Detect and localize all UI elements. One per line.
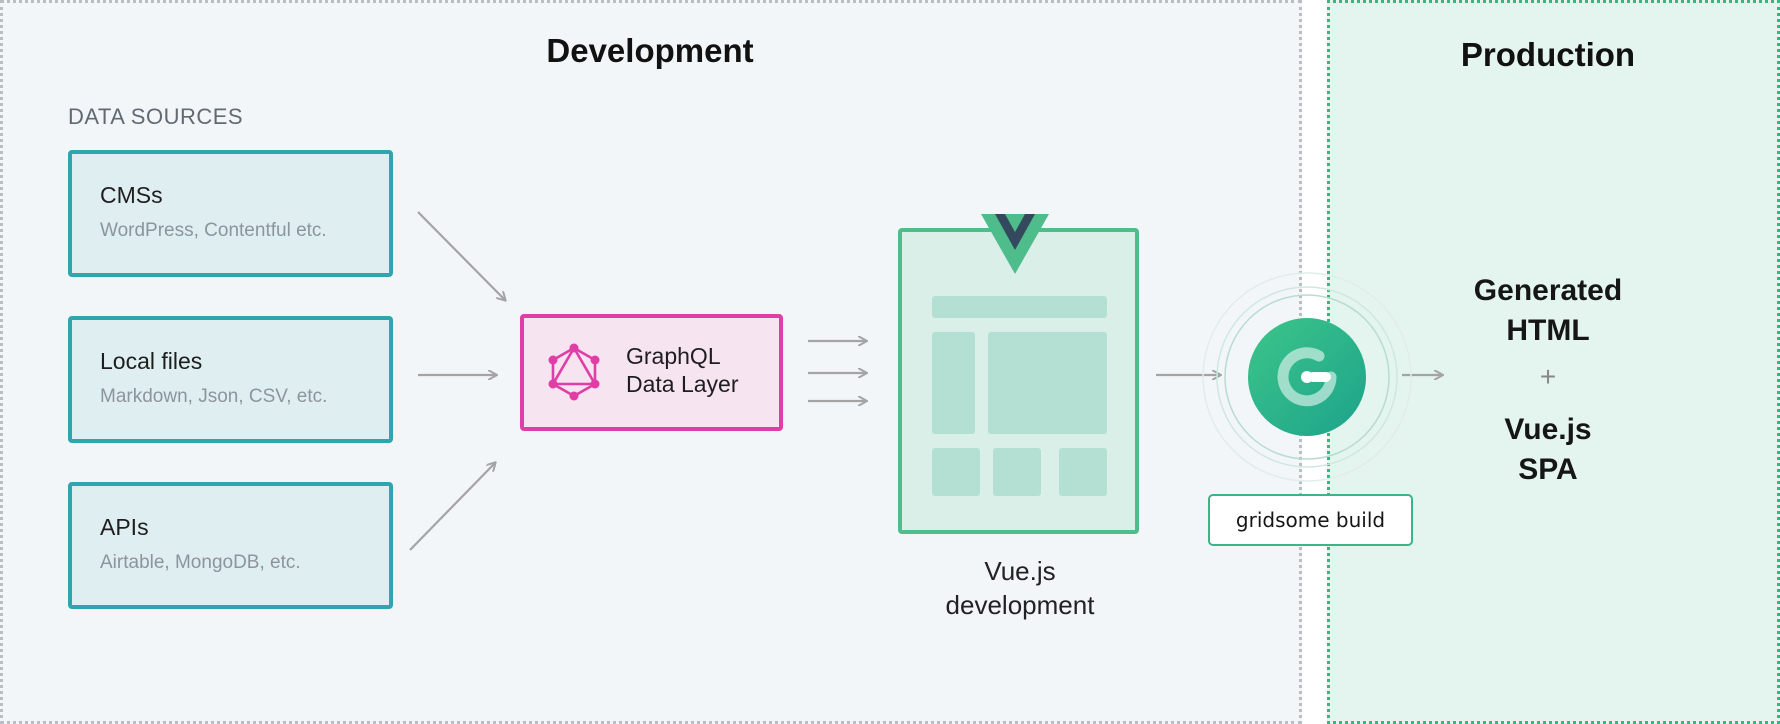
source-title: CMSs: [100, 182, 163, 208]
source-title: APIs: [100, 514, 149, 540]
vue-caption-line2: development: [945, 590, 1095, 620]
mockup-sidebar-block: [932, 332, 975, 434]
production-panel: [1327, 0, 1780, 724]
mockup-header-block: [932, 296, 1107, 318]
gridsome-logo-icon: [1202, 272, 1412, 482]
vue-development-caption: Vue.js development: [900, 554, 1140, 622]
mockup-tile-block: [993, 448, 1041, 496]
vue-logo-icon: [981, 212, 1049, 274]
arrow-icon: [417, 211, 505, 300]
source-subtitle: Airtable, MongoDB, etc.: [100, 552, 301, 573]
output-html: HTML: [1506, 314, 1590, 347]
mockup-tile-block: [932, 448, 980, 496]
arrow-icon: [409, 463, 495, 551]
mockup-content-block: [988, 332, 1107, 434]
graphql-label-line2: Data Layer: [626, 371, 739, 397]
plus-sign: +: [1539, 361, 1557, 392]
graphql-data-layer-box: GraphQL Data Layer: [520, 314, 783, 431]
graphql-label: GraphQL Data Layer: [626, 342, 739, 398]
source-box-cms: CMSs WordPress, Contentful etc.: [68, 150, 393, 277]
source-box-apis: APIs Airtable, MongoDB, etc.: [68, 482, 393, 609]
source-box-local-files: Local files Markdown, Json, CSV, etc.: [68, 316, 393, 443]
production-title: Production: [1460, 36, 1636, 73]
output-spa: SPA: [1518, 453, 1578, 486]
source-subtitle: Markdown, Json, CSV, etc.: [100, 386, 328, 407]
vue-app-mockup: [898, 228, 1139, 534]
development-title: Development: [546, 32, 754, 69]
output-vuejs: Vue.js: [1504, 413, 1592, 446]
gridsome-build-label: gridsome build: [1208, 494, 1413, 546]
graphql-label-line1: GraphQL: [626, 343, 721, 369]
source-subtitle: WordPress, Contentful etc.: [100, 220, 327, 241]
data-sources-label: DATA SOURCES: [68, 104, 244, 129]
output-generated: Generated: [1473, 274, 1623, 307]
source-title: Local files: [100, 348, 203, 374]
mockup-tile-block: [1059, 448, 1107, 496]
vue-caption-line1: Vue.js: [984, 556, 1056, 586]
graphql-icon: [548, 343, 600, 401]
